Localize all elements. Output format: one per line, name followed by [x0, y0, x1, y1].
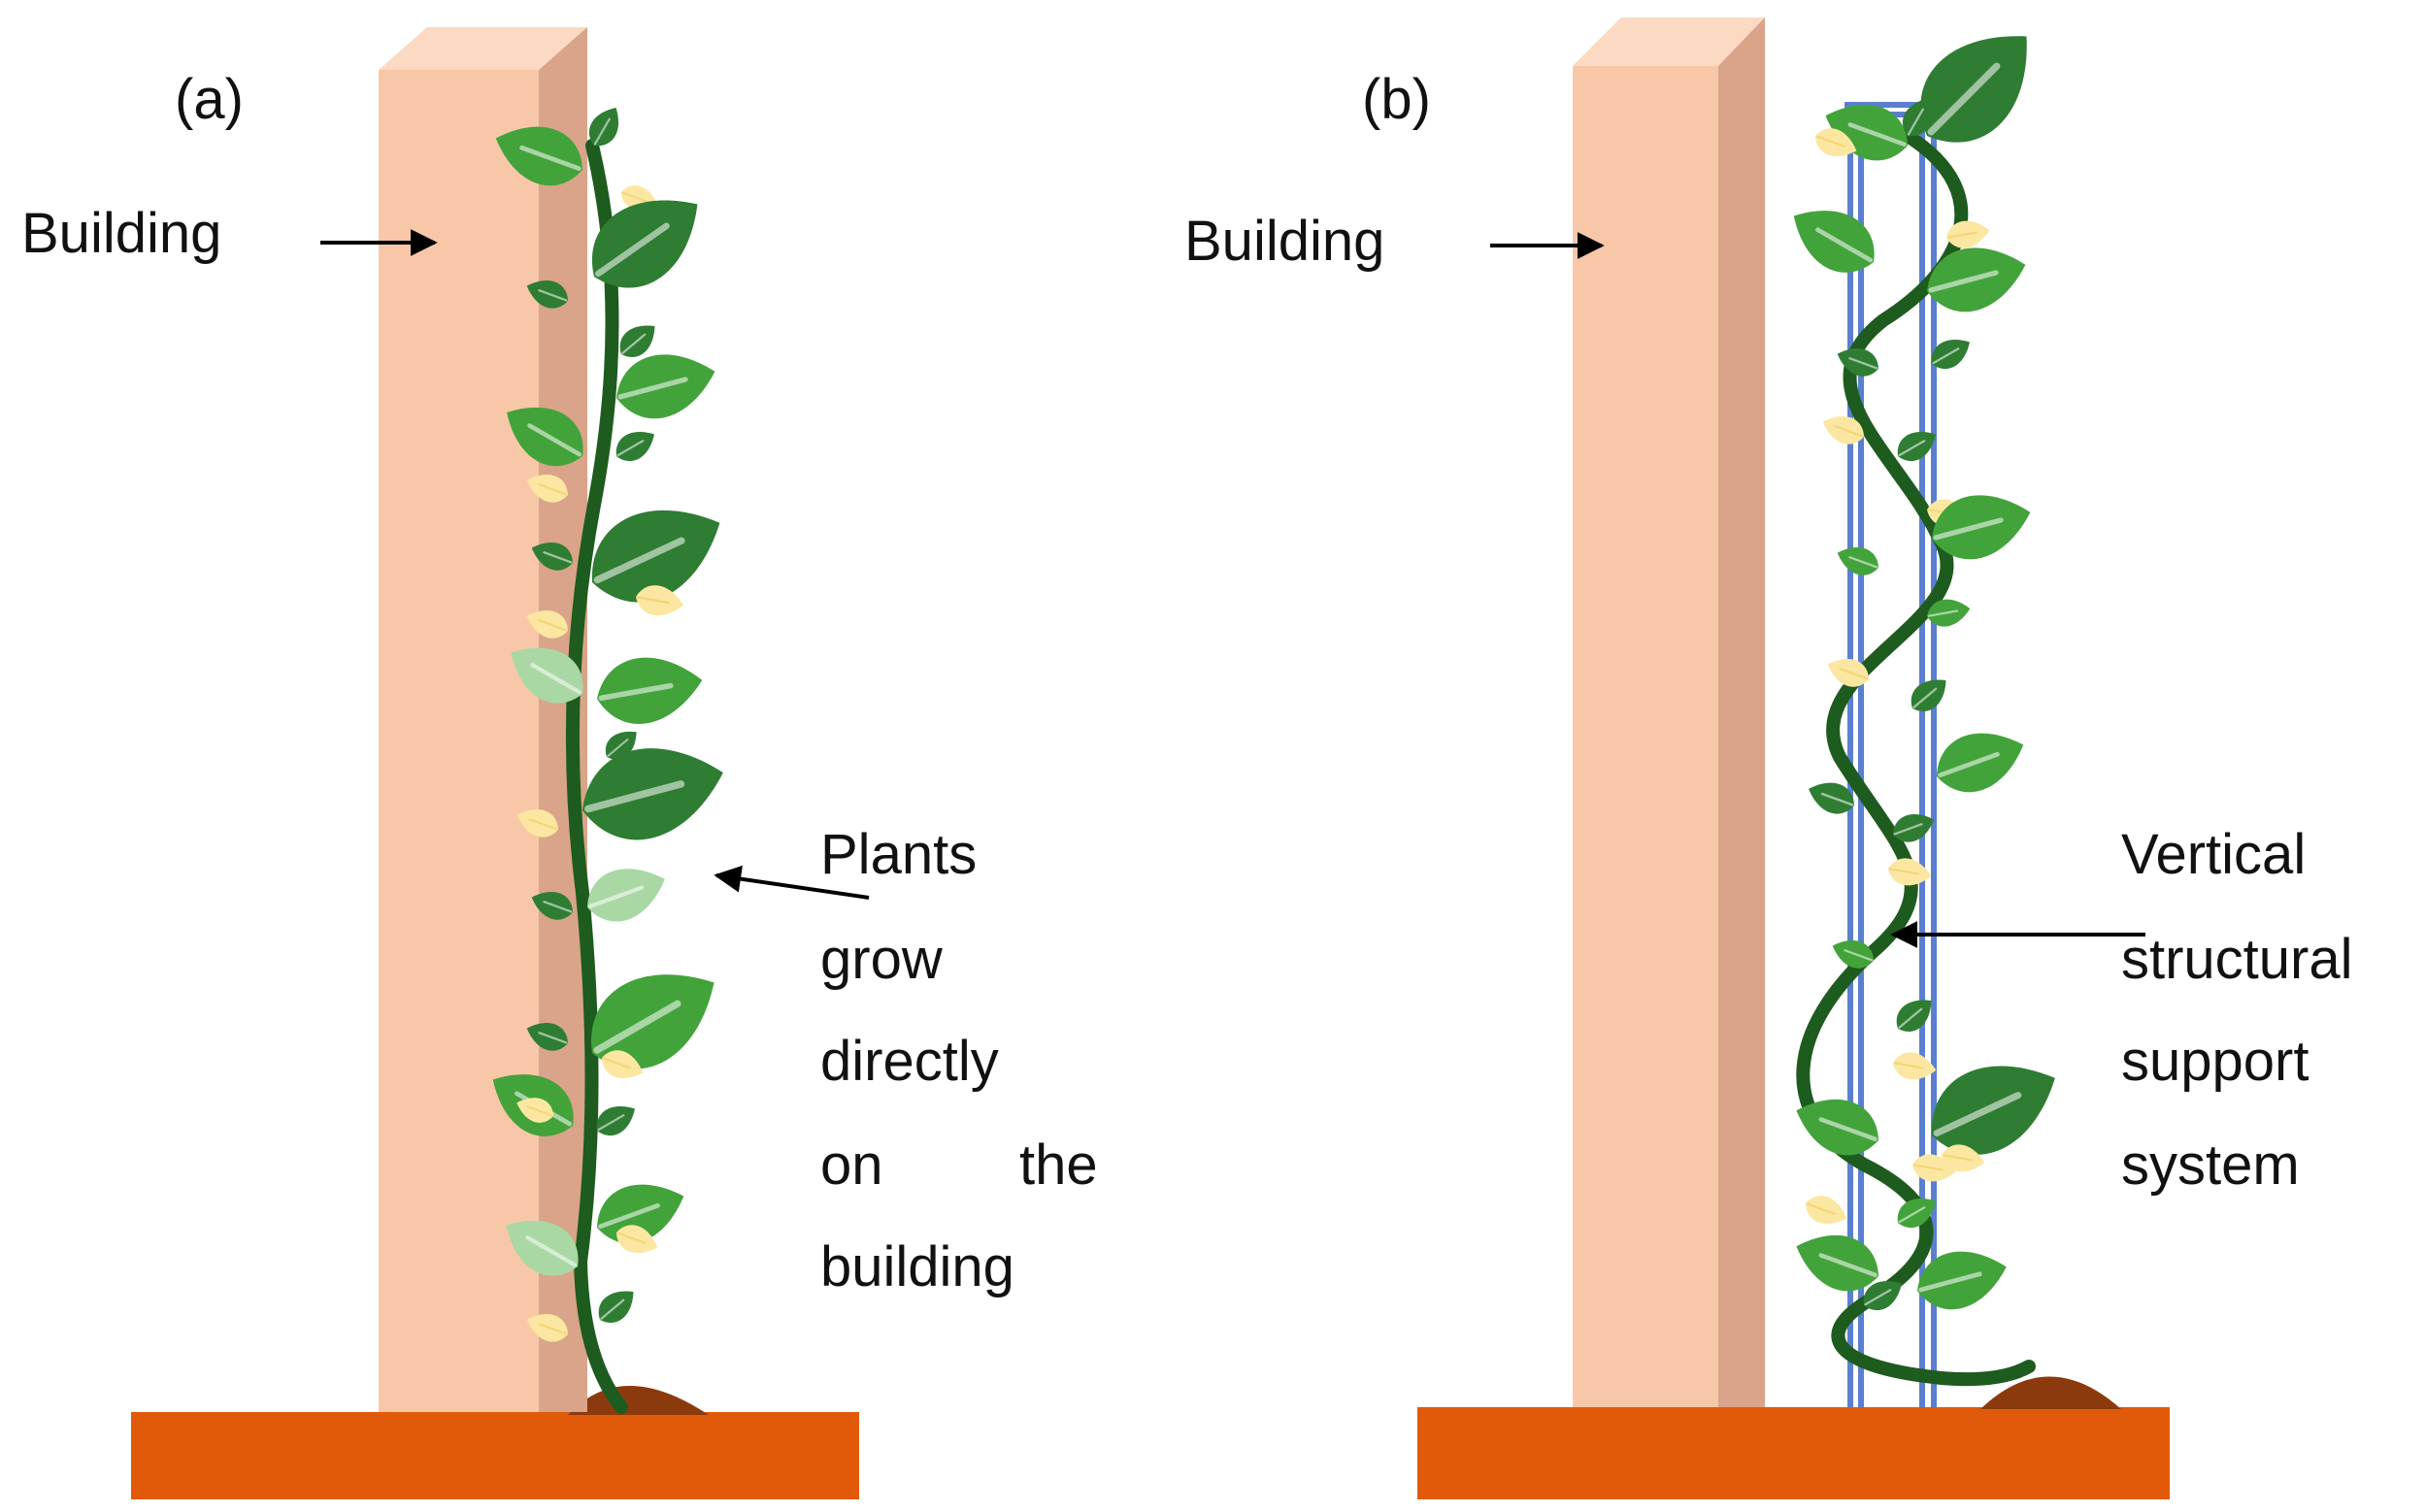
leaf-b-21	[1832, 939, 1874, 969]
leaf-b-27	[1806, 1196, 1847, 1225]
leaf-b-24	[1931, 1066, 2055, 1155]
leaf-a-14	[511, 647, 583, 704]
panel-b: (b) Building Vertical structural support…	[1184, 17, 2353, 1499]
leaf-a-20	[531, 891, 573, 920]
vine-stem-a	[565, 139, 628, 1414]
leaf-b-28	[1897, 1198, 1936, 1229]
leaves-b	[1793, 36, 2055, 1311]
leaf-a-12	[636, 585, 684, 616]
leaf-b-2	[1902, 98, 1933, 137]
leaf-b-4	[1946, 220, 1990, 248]
panel-a: (a) Building Plants grow directly on the…	[21, 27, 1098, 1499]
building-a	[379, 27, 587, 1412]
leaf-b-3	[1815, 128, 1857, 157]
support-label-line-1: Vertical	[2121, 823, 2306, 886]
soil-mound-b	[1980, 1376, 2121, 1409]
leaf-b-7	[1837, 347, 1878, 377]
leaf-a-26	[516, 1098, 553, 1123]
leaf-b-19	[1893, 813, 1935, 842]
support-label-line-2: structural	[2121, 928, 2353, 991]
leaf-b-23	[1893, 1052, 1937, 1080]
leaf-b-6	[1927, 247, 2026, 312]
leaf-b-32	[1942, 1144, 1985, 1172]
plant-label-line-4: on	[820, 1134, 883, 1197]
leaf-b-8	[1931, 339, 1970, 370]
leaf-a-21	[591, 974, 715, 1069]
leaf-b-1	[1920, 36, 2027, 143]
panel-a-tag: (a)	[175, 68, 244, 131]
ground-b	[1417, 1407, 2170, 1499]
leaf-b-10	[1897, 431, 1936, 462]
leaf-a-15	[597, 657, 703, 724]
leaf-a-29	[616, 1225, 658, 1254]
leaf-a-19	[587, 869, 665, 922]
leaf-a-9	[526, 474, 568, 503]
leaf-a-17	[582, 748, 723, 840]
plant-label-line-1: Plants	[820, 823, 977, 886]
leaf-a-28	[506, 1220, 579, 1276]
leaf-b-17	[1937, 733, 2024, 793]
support-label-line-4: system	[2121, 1134, 2300, 1197]
leaf-a-22	[526, 1022, 568, 1051]
leaf-b-9	[1822, 415, 1864, 444]
leaf-a-5	[619, 325, 655, 357]
leaf-a-7	[507, 408, 583, 467]
leaf-a-13	[526, 609, 568, 639]
leaf-b-30	[1917, 1251, 2007, 1310]
leaf-b-20	[1888, 858, 1932, 886]
leaf-a-4	[526, 279, 568, 309]
leaf-a-23	[602, 1050, 644, 1079]
panel-b-building-label: Building	[1184, 210, 1384, 273]
leaf-b-29	[1796, 1234, 1878, 1292]
leaf-a-0	[495, 126, 582, 186]
leaf-a-8	[615, 431, 654, 462]
building-b	[1573, 17, 1765, 1407]
leaf-a-27	[597, 1184, 684, 1244]
leaf-a-1	[588, 108, 619, 147]
leaf-a-25	[596, 1105, 635, 1136]
plant-label-line-5: the	[1019, 1134, 1098, 1197]
leaf-a-31	[598, 1291, 634, 1323]
panel-a-plant-arrow	[714, 865, 870, 900]
leaf-a-11	[531, 542, 573, 571]
leaf-a-10	[591, 509, 720, 603]
plant-label-line-2: grow	[820, 928, 944, 991]
leaf-b-22	[1896, 1000, 1932, 1032]
leaf-b-12	[1932, 495, 2031, 560]
leaf-b-18	[1809, 782, 1854, 814]
plant-label-line-6: building	[820, 1235, 1014, 1298]
plant-label-line-3: directly	[820, 1030, 999, 1093]
leaf-a-6	[616, 354, 715, 419]
leaf-b-13	[1837, 546, 1878, 575]
panel-b-tag: (b)	[1362, 68, 1431, 131]
leaf-a-30	[526, 1313, 568, 1342]
ground-a	[131, 1412, 859, 1499]
leaf-a-3	[592, 200, 698, 288]
leaf-b-14	[1927, 599, 1971, 627]
leaf-b-25	[1796, 1099, 1878, 1156]
soil-mound-a	[568, 1386, 709, 1415]
leaf-b-16	[1911, 679, 1946, 711]
panel-a-building-label: Building	[21, 202, 221, 265]
leaf-b-31	[1863, 1280, 1902, 1311]
support-label-line-3: support	[2121, 1030, 2309, 1093]
leaves-a	[492, 108, 723, 1342]
leaf-a-18	[516, 808, 558, 838]
leaf-b-15	[1827, 658, 1869, 687]
leaf-b-5	[1793, 211, 1875, 273]
